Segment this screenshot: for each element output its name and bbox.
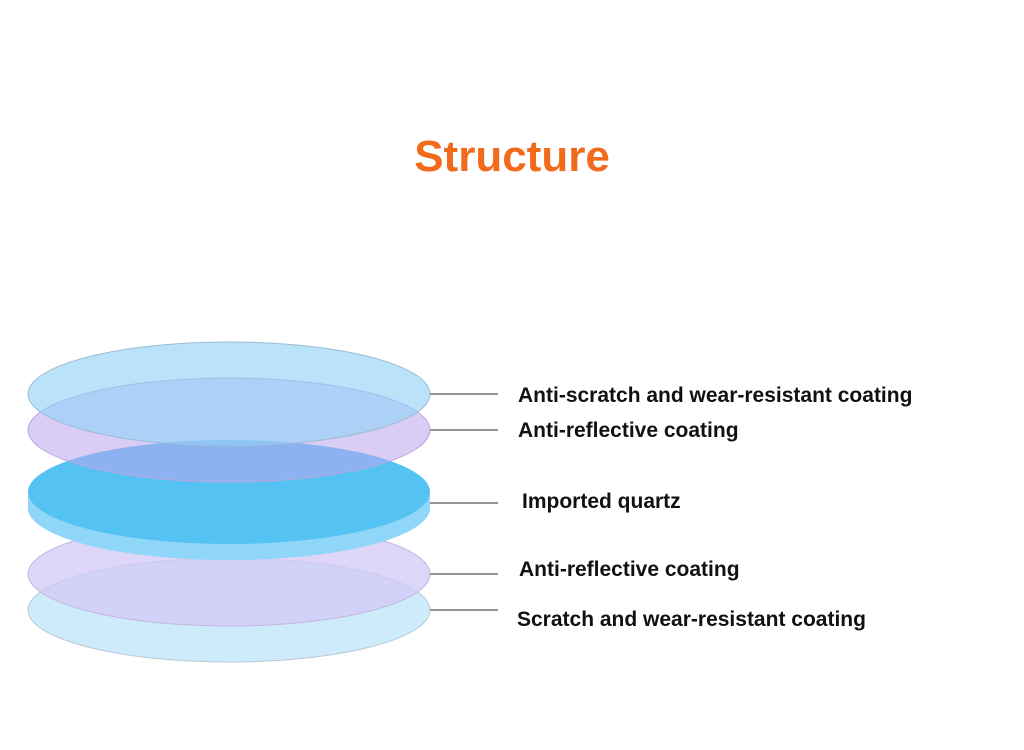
layer-label-top-coating: Anti-scratch and wear-resistant coating [518, 384, 912, 407]
layer-label-lower-anti-reflective: Anti-reflective coating [519, 558, 740, 581]
layer-label-bottom-coating: Scratch and wear-resistant coating [517, 608, 866, 631]
diagram-title: Structure [414, 132, 610, 181]
layer-label-quartz: Imported quartz [522, 490, 681, 513]
top-coating-disc [27, 341, 431, 447]
layer-label-upper-anti-reflective: Anti-reflective coating [518, 419, 739, 442]
